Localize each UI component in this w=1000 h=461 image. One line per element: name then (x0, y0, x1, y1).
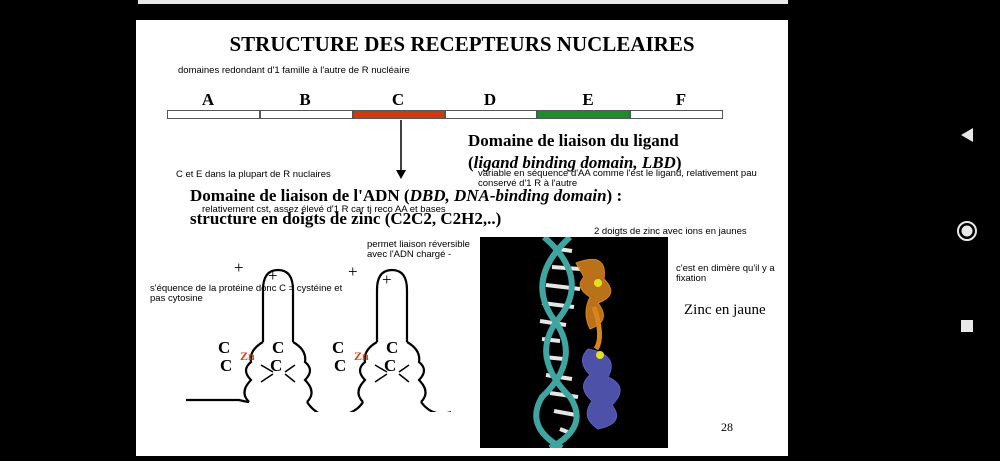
domain-letter-b: B (299, 90, 311, 109)
cys-1d: C (270, 356, 283, 375)
dbd-structure: structure en doigts de zinc (C2C2, C2H2,… (190, 209, 502, 228)
dna-zinc-finger-image (480, 237, 668, 448)
domain-segment-e (537, 110, 630, 119)
cys-1c: C (272, 338, 285, 357)
lbd-subheading: (ligand binding domain, LBD) (468, 153, 682, 173)
zinc-finger-diagram (186, 268, 451, 412)
cys-1a: C (218, 338, 231, 357)
domain-letter-c: C (391, 90, 405, 109)
lbd-paren-close: ) (675, 153, 682, 172)
cys-2d: C (384, 356, 397, 375)
dbd-italic-name: DBD, DNA-binding domain (409, 186, 607, 205)
domain-segment-a (167, 110, 260, 119)
note-relatively: relativement cst, assez élevé d'1 R car … (202, 204, 446, 215)
domain-segment-d (445, 110, 537, 119)
note-domains: domaines redondant d'1 famille à l'autre… (178, 65, 410, 76)
domain-letter-d: D (483, 90, 497, 109)
lbd-italic-name: ligand binding domain, LBD (473, 153, 676, 172)
zn-label-2: Zn (354, 349, 369, 363)
domain-segment-f (630, 110, 723, 119)
note-reversible: permet liaison réversible avec l'ADN cha… (367, 239, 470, 260)
plus-sign-1a: + (234, 258, 244, 277)
page-number: 28 (721, 420, 733, 434)
slide-title: STRUCTURE DES RECEPTEURS NUCLEAIRES (229, 32, 695, 56)
note-variable: variable en séquence d'AA comme l'est le… (478, 168, 757, 189)
note-dimer: c'est en dimère qu'il y a fixation (676, 263, 775, 284)
zn-label-1: Zn (240, 349, 255, 363)
dbd-heading: Domaine de liaison de l'ADN (DBD, DNA-bi… (190, 186, 622, 206)
domain-letter-e: E (582, 90, 594, 109)
note-two-fingers: 2 doigts de zinc avec ions en jaunes (594, 226, 747, 237)
zinc-label: Zinc en jaune (684, 302, 766, 318)
presentation-slide: STRUCTURE DES RECEPTEURS NUCLEAIRES doma… (136, 20, 788, 456)
dbd-heading-part2: ) : (606, 186, 623, 205)
plus-sign-2a: + (348, 262, 358, 281)
note-c-e: C et E dans la plupart de R nuclaires (176, 169, 331, 180)
domain-segment-b (260, 110, 353, 119)
lbd-paren-open: ( (468, 153, 474, 172)
domain-letter-f: F (675, 90, 687, 109)
circle-home-icon[interactable] (956, 220, 978, 242)
android-nav-bar (945, 0, 1000, 461)
lbd-heading: Domaine de liaison du ligand (468, 131, 679, 150)
cys-2b: C (334, 356, 347, 375)
note-sequence: s'équence de la protéine donc C = cystéi… (150, 283, 343, 304)
cys-2c: C (386, 338, 399, 357)
cys-1b: C (220, 356, 233, 375)
down-arrow-icon (396, 120, 406, 179)
plus-sign-2b: + (382, 270, 392, 289)
triangle-back-icon[interactable] (959, 127, 975, 143)
domain-letter-a: A (201, 90, 215, 109)
plus-sign-1b: + (268, 266, 278, 285)
previous-slide-edge (138, 0, 788, 4)
dbd-heading-part1: Domaine de liaison de l'ADN ( (190, 186, 410, 205)
cys-2a: C (332, 338, 345, 357)
square-recents-icon[interactable] (960, 319, 974, 333)
domain-segment-c (353, 110, 445, 119)
